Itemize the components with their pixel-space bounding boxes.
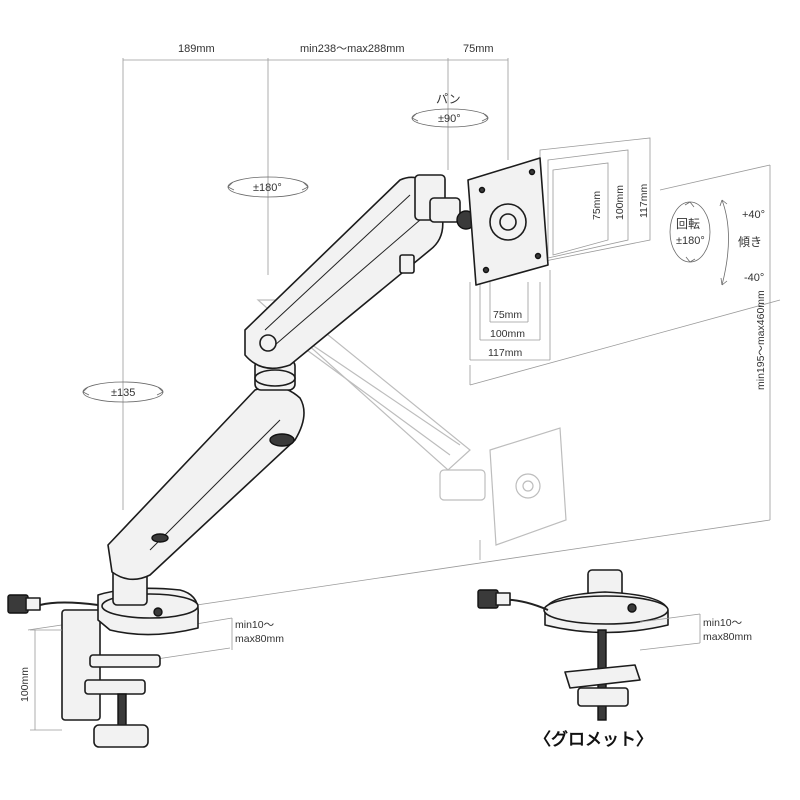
main-arm-lower — [107, 385, 305, 606]
vesa-v-75mm: 75mm — [591, 191, 603, 220]
pan-value: ±90° — [438, 113, 461, 125]
clamp-base — [61, 587, 199, 748]
dim-height-range: min195～max460mm — [755, 290, 767, 390]
vesa-h-117mm: 117mm — [488, 347, 522, 359]
vesa-v-117mm: 117mm — [638, 184, 650, 218]
vesa-h-100mm: 100mm — [490, 328, 525, 340]
dim-189mm: 189mm — [178, 43, 215, 55]
base-rotation-indicator — [82, 381, 164, 403]
tilt-label: 傾き — [738, 235, 762, 249]
grommet-thickness-2: max80mm — [703, 631, 752, 643]
desk-thickness-1: min10～ — [235, 619, 275, 631]
grommet-base — [543, 569, 669, 721]
rotate-value: ±180° — [676, 235, 705, 247]
vesa-h-75mm: 75mm — [493, 309, 522, 321]
upper-rotation-value: ±180° — [253, 182, 282, 194]
desk-thickness-2: max80mm — [235, 633, 284, 645]
pan-rotation-indicator — [411, 108, 489, 128]
tilt-head — [414, 174, 476, 230]
tilt-down-value: -40° — [744, 272, 764, 284]
base-rotation-value: ±135 — [111, 387, 135, 399]
screen-rotation-indicator — [669, 201, 711, 263]
cable-plug-left — [7, 594, 99, 614]
grommet-thickness-1: min10～ — [703, 617, 743, 629]
vesa-plate — [467, 157, 549, 286]
top-dimension-lines — [122, 58, 509, 510]
clamp-height-100mm: 100mm — [19, 667, 31, 702]
grommet-thickness-dim — [639, 613, 701, 651]
dim-75mm-top: 75mm — [463, 43, 494, 55]
grommet-caption: 〈グロメット〉 — [534, 729, 653, 750]
rotate-label: 回転 — [676, 217, 700, 231]
main-arm-upper — [244, 176, 444, 370]
tilt-up-value: +40° — [742, 209, 765, 221]
cable-plug-right — [477, 589, 549, 611]
dim-arm-length: min238～max288mm — [300, 43, 405, 55]
tilt-indicator — [719, 199, 729, 286]
clamp-height-dim — [30, 629, 62, 731]
vesa-v-100mm: 100mm — [614, 185, 626, 220]
upper-rotation-indicator — [227, 176, 309, 198]
pan-label: パン — [436, 92, 461, 106]
